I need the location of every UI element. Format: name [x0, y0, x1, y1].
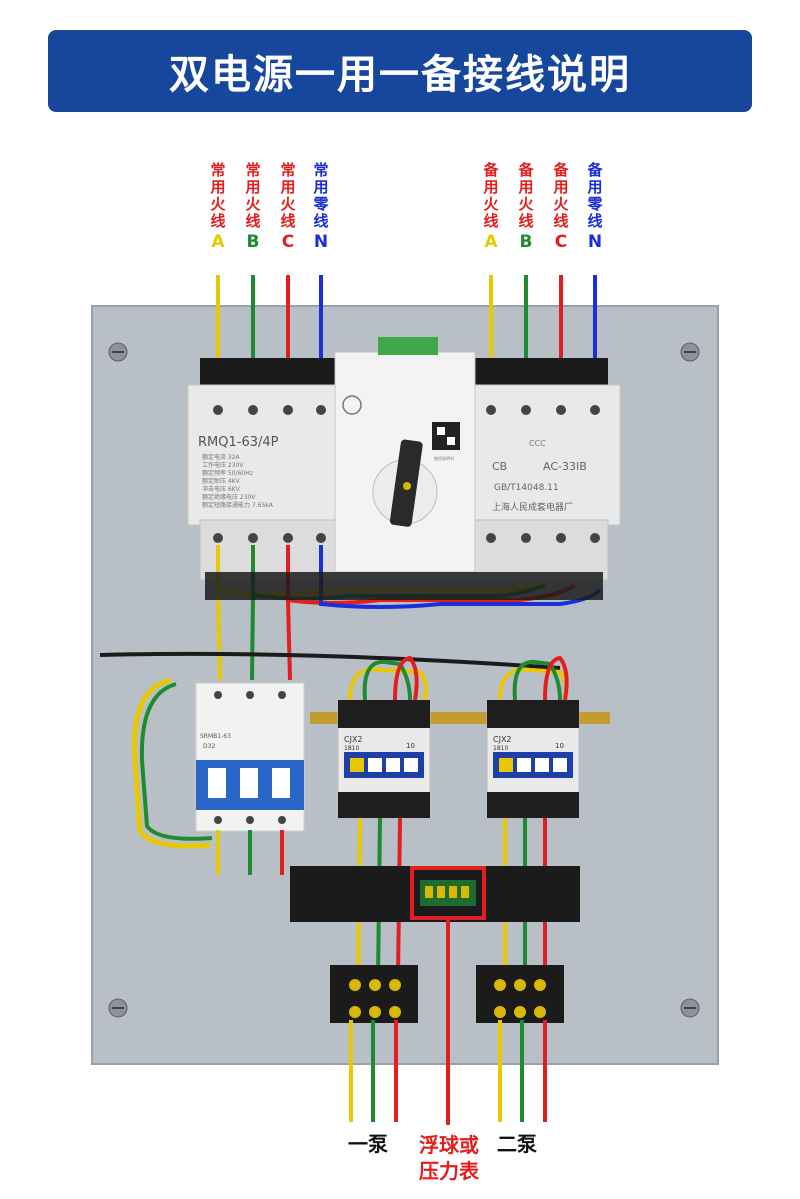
- pump2-label: 二泵: [497, 1132, 537, 1156]
- qr-code: [432, 422, 460, 450]
- label-main-n-sym: N: [313, 232, 329, 252]
- title-banner: 双电源一用一备接线说明: [48, 30, 752, 112]
- ats-std: GB/T14048.11: [494, 483, 559, 493]
- page-title: 双电源一用一备接线说明: [169, 52, 631, 98]
- label-main-a-sym: A: [211, 232, 225, 252]
- cable-duct-top: [205, 572, 603, 600]
- contactor-2: [486, 699, 580, 819]
- label-main-a: 常用火线 A: [210, 162, 226, 251]
- ats-spec-1: 额定电流 32A: [202, 453, 241, 461]
- label-main-c: 常用火线 C: [280, 162, 296, 251]
- panel-border: [91, 305, 719, 1065]
- ats-cert: CCC: [529, 439, 546, 448]
- breaker-brand: SRMB1-63: [200, 733, 231, 740]
- contactor-1-sub: 1810: [344, 745, 359, 752]
- contactor-input-wires: [348, 655, 569, 701]
- label-backup-a: 备用火线 A: [483, 162, 499, 251]
- label-main-c-text: 常用火线: [280, 161, 296, 230]
- ats-spec-7: 额定短路接通能力 7.65kA: [202, 501, 274, 509]
- label-main-n-text: 常用零线: [313, 161, 329, 230]
- label-main-c-sym: C: [281, 232, 295, 252]
- control-loop-green: [139, 682, 213, 841]
- outgoing-wires: [349, 1020, 547, 1122]
- control-cable-black: [99, 651, 561, 670]
- label-backup-n-sym: N: [587, 232, 603, 252]
- pump1-label: 一泵: [348, 1132, 388, 1156]
- contactor-1-model: CJX2: [344, 735, 363, 744]
- ats-spec-3: 额定频率 50/60Hz: [202, 469, 253, 477]
- ats-maker: 上海人民成套电器厂: [492, 501, 573, 513]
- incoming-wires: [216, 275, 597, 370]
- contactor-1: [337, 699, 431, 819]
- label-backup-b: 备用火线 B: [518, 162, 534, 251]
- label-main-a-text: 常用火线: [210, 161, 226, 230]
- brand-logo-icon: [342, 395, 362, 415]
- label-main-b-text: 常用火线: [245, 161, 261, 230]
- label-backup-c: 备用火线 C: [553, 162, 569, 251]
- float-terminal-block: [420, 880, 476, 906]
- label-backup-b-text: 备用火线: [518, 161, 534, 230]
- panel-screws: [108, 342, 700, 1018]
- float-label-line2: 压力表: [419, 1159, 479, 1183]
- label-backup-n: 备用零线 N: [587, 162, 603, 251]
- ats-model: RMQ1-63/4P: [198, 435, 279, 450]
- pump1-terminal-block: [330, 965, 418, 1023]
- float-label: 浮球或 压力表: [404, 1132, 494, 1184]
- label-backup-c-text: 备用火线: [553, 161, 569, 230]
- float-label-line1: 浮球或: [419, 1133, 479, 1157]
- label-main-b-sym: B: [246, 232, 260, 252]
- ats-spec-2: 工作电压 230V: [202, 461, 244, 469]
- pump2-terminal-block: [476, 965, 564, 1023]
- label-main-n: 常用零线 N: [313, 162, 329, 251]
- contactor-2-num: 10: [555, 742, 564, 750]
- contactor-2-sub: 1810: [493, 745, 508, 752]
- ats-cb: CB: [492, 460, 507, 473]
- label-main-b: 常用火线 B: [245, 162, 261, 251]
- label-backup-c-sym: C: [554, 232, 568, 252]
- label-backup-a-text: 备用火线: [483, 161, 499, 230]
- control-loop-yellow: [131, 677, 211, 849]
- qr-caption: 使用说明书: [434, 455, 454, 461]
- label-backup-b-sym: B: [519, 232, 533, 252]
- label-backup-n-text: 备用零线: [587, 161, 603, 230]
- ats-spec-4: 额定耐压 4KV: [202, 477, 241, 485]
- ats-switch: [187, 337, 621, 581]
- contactor-1-num: 10: [406, 742, 415, 750]
- label-backup-a-sym: A: [484, 232, 498, 252]
- breaker-rating: D32: [203, 743, 215, 750]
- circuit-breaker: [195, 682, 305, 832]
- ats-spec-5: 冲击电压 6KV: [202, 485, 241, 493]
- ats-ac: AC-33IB: [543, 460, 587, 473]
- contactor-2-model: CJX2: [493, 735, 512, 744]
- ats-spec-6: 额定绝缘电压 230V: [202, 493, 256, 501]
